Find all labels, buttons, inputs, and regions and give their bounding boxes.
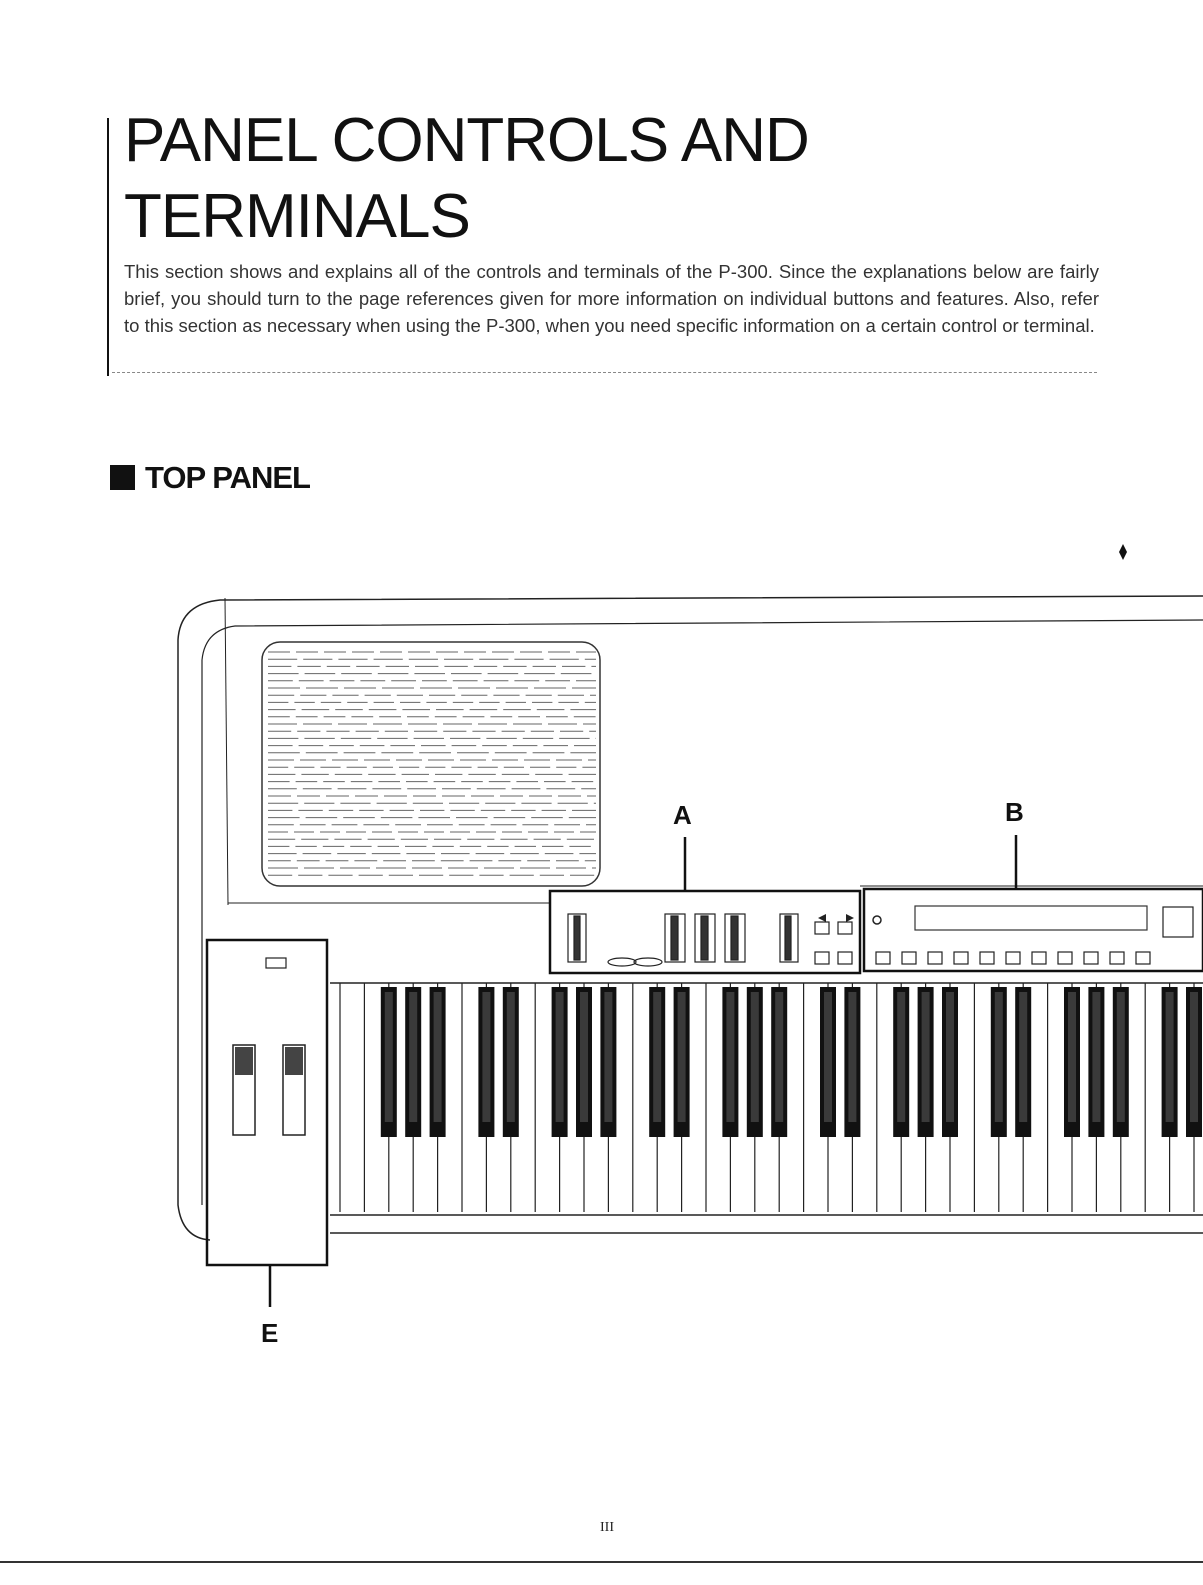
black-key-highlight	[580, 992, 588, 1122]
black-key-highlight	[1190, 992, 1198, 1122]
speaker-grille	[261, 641, 601, 887]
registration-mark-icon	[1119, 544, 1127, 560]
black-key-highlight	[1019, 992, 1028, 1122]
page-bottom-rule	[0, 1561, 1203, 1563]
black-key-highlight	[775, 992, 784, 1122]
black-key-highlight	[1116, 992, 1125, 1122]
panel-button-icon	[1031, 951, 1047, 965]
black-key-highlight	[750, 992, 759, 1122]
margin-rule	[107, 118, 109, 376]
black-key-highlight	[726, 992, 735, 1122]
black-key-highlight	[677, 992, 686, 1122]
black-key-highlight	[506, 992, 515, 1122]
intro-divider	[112, 372, 1097, 373]
black-key-highlight	[994, 992, 1003, 1122]
panel-button-icon	[1005, 951, 1021, 965]
panel-button-icon	[1057, 951, 1073, 965]
bullet-square-icon	[110, 465, 135, 490]
panel-button-icon	[1109, 951, 1125, 965]
page-number: III	[600, 1520, 614, 1535]
panel-button-icon	[979, 951, 995, 965]
black-key-highlight	[1068, 992, 1076, 1122]
black-key-highlight	[1165, 992, 1174, 1122]
black-key-highlight	[1092, 992, 1101, 1122]
callout-e: E	[261, 1318, 279, 1348]
callout-b: B	[1005, 797, 1024, 827]
black-key-highlight	[848, 992, 857, 1122]
black-key-highlight	[555, 992, 564, 1122]
panel-button-icon	[875, 951, 891, 965]
control-panel-a	[548, 889, 862, 975]
section-heading: TOP PANEL	[110, 460, 311, 496]
control-panel-e	[205, 938, 329, 1267]
page-title-line-1: PANEL CONTROLS AND	[124, 106, 810, 175]
intro-paragraph: This section shows and explains all of t…	[124, 261, 1099, 336]
panel-button-icon	[1083, 951, 1099, 965]
black-key-highlight	[384, 992, 393, 1122]
keyboard-keys	[330, 982, 1203, 1212]
black-key-highlight	[946, 992, 954, 1122]
panel-button-icon	[901, 951, 917, 965]
black-key-highlight	[482, 992, 491, 1122]
panel-button-icon	[927, 951, 943, 965]
panel-button-icon	[1135, 951, 1151, 965]
section-heading-text: TOP PANEL	[145, 460, 311, 495]
black-key-highlight	[653, 992, 662, 1122]
panel-button-icon	[953, 951, 969, 965]
black-key-highlight	[921, 992, 930, 1122]
black-key-highlight	[433, 992, 442, 1122]
black-key-highlight	[897, 992, 906, 1122]
callout-a: A	[673, 800, 692, 830]
black-key-highlight	[824, 992, 832, 1122]
control-panel-b	[862, 887, 1203, 973]
page-title-line-2: TERMINALS	[124, 182, 471, 251]
black-key-highlight	[604, 992, 613, 1122]
black-key-highlight	[409, 992, 418, 1122]
